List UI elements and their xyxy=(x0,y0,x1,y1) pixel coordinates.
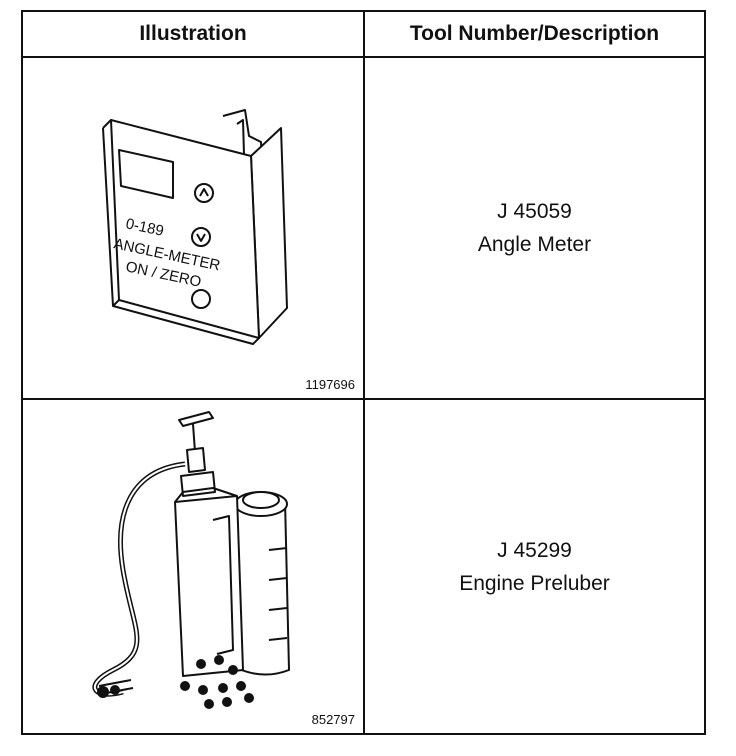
header-row: Illustration Tool Number/Description xyxy=(21,10,706,58)
tool-table: Illustration Tool Number/Description xyxy=(21,10,706,735)
table-row: 852797 J 45299 Engine Preluber xyxy=(21,398,706,735)
tool-number: J 45059 xyxy=(497,200,572,223)
tool-description-cell: J 45299 Engine Preluber xyxy=(363,398,706,735)
tool-description: Engine Preluber xyxy=(459,571,610,595)
figure-number: 1197696 xyxy=(305,377,355,392)
tool-number: J 45299 xyxy=(497,538,572,562)
header-illustration: Illustration xyxy=(21,10,365,58)
angle-meter-illustration: 0-189 ANGLE-METER ON / ZERO xyxy=(102,109,288,345)
figure-number: 852797 xyxy=(311,712,355,727)
tool-description-cell: J 45059 Angle Meter xyxy=(363,56,706,400)
tool-description: Angle Meter xyxy=(477,233,592,256)
header-tool-description: Tool Number/Description xyxy=(363,10,706,58)
illustration-cell: 852797 xyxy=(21,398,365,735)
engine-preluber-illustration xyxy=(92,411,290,709)
table-row: 0-189 ANGLE-METER ON / ZERO 1197696 J 45… xyxy=(21,56,706,400)
illustration-cell: 0-189 ANGLE-METER ON / ZERO 1197696 xyxy=(21,56,365,400)
